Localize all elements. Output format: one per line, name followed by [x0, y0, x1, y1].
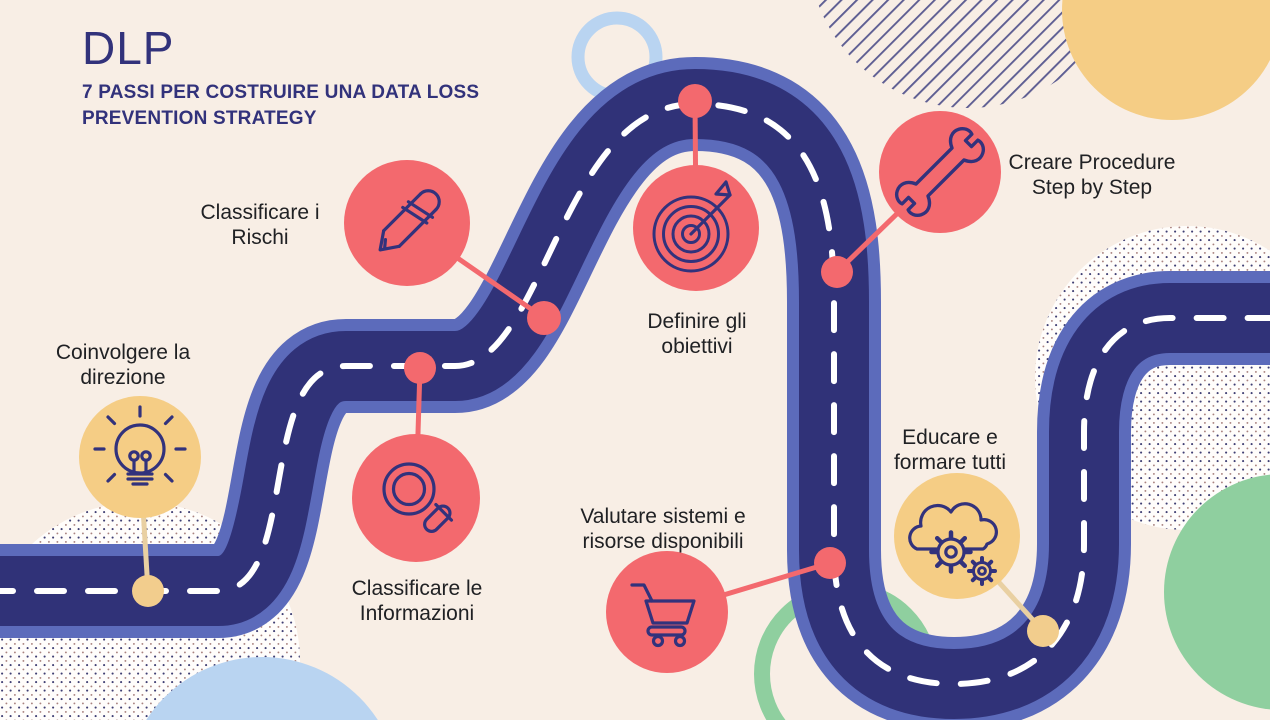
marker-rischi: [527, 301, 561, 335]
step-label-coinvolgere-la-direzione: Coinvolgere la direzione: [56, 340, 190, 390]
marker-creare: [821, 256, 853, 288]
striped-circle-decor: [816, 0, 1120, 108]
road-markers: [132, 84, 1059, 647]
target-icon: [652, 180, 732, 273]
marker-coinvolgere: [132, 575, 164, 607]
step-node-educare-e-formare: [894, 473, 1020, 599]
step-label-valutare-sistemi-e-risorse: Valutare sistemi e risorse disponibili: [580, 504, 745, 554]
step-label-definire-gli-obiettivi: Definire gli obiettivi: [647, 309, 746, 359]
cloud-gears-icon: [908, 502, 998, 586]
label-line: Educare e: [902, 426, 998, 449]
label-line: formare tutti: [893, 451, 1007, 474]
road: [0, 56, 1270, 720]
subtitle-line-1: 7 PASSI PER COSTRUIRE UNA DATA LOSS: [82, 82, 480, 103]
label-line: Rischi: [231, 226, 289, 249]
title-block: DLP 7 PASSI PER COSTRUIRE UNA DATA LOSS …: [82, 24, 479, 132]
wrench-icon: [894, 126, 986, 218]
step-circle: [79, 396, 201, 518]
label-line: obiettivi: [661, 335, 733, 358]
label-line: Informazioni: [359, 602, 475, 625]
marker-informazioni: [404, 352, 436, 384]
pencil-icon: [378, 189, 441, 252]
light-blue-circle-decor: [146, 657, 378, 720]
step-node-coinvolgere-la-direzione: [79, 396, 201, 518]
step-label-creare-procedure: Creare Procedure Step by Step: [1009, 150, 1176, 200]
magnifier-icon: [382, 462, 454, 533]
step-node-classificare-i-rischi: [344, 160, 470, 286]
cart-icon: [630, 583, 696, 648]
lightbulb-icon: [93, 405, 187, 486]
label-line: Step by Step: [1031, 176, 1153, 199]
marker-valutare: [814, 547, 846, 579]
label-line: Classificare i: [200, 201, 320, 224]
label-line: risorse disponibili: [582, 530, 744, 553]
marker-obiettivi: [678, 84, 712, 118]
road-center-dashes: [0, 100, 1270, 688]
label-line: Creare Procedure: [1008, 151, 1176, 174]
page-subtitle: 7 PASSI PER COSTRUIRE UNA DATA LOSS PREV…: [82, 80, 479, 132]
step-node-creare-procedure: [879, 111, 1001, 233]
step-label-classificare-i-rischi: Classificare i Rischi: [200, 200, 319, 250]
step-circle: [894, 473, 1020, 599]
marker-educare: [1027, 615, 1059, 647]
step-node-classificare-le-informazioni: [352, 434, 480, 562]
step-circle: [352, 434, 480, 562]
label-line: Valutare sistemi e: [580, 505, 746, 528]
step-circle: [344, 160, 470, 286]
label-line: Definire gli: [647, 310, 747, 333]
step-circle: [879, 111, 1001, 233]
yellow-circle-decor: [1062, 0, 1270, 120]
label-line: Coinvolgere la: [55, 341, 191, 364]
step-node-definire-gli-obiettivi: [633, 165, 759, 291]
step-circle: [606, 551, 728, 673]
green-circle-decor: [1164, 474, 1270, 710]
label-line: direzione: [80, 366, 166, 389]
label-line: Classificare le: [351, 577, 483, 600]
step-node-valutare-sistemi-e-risorse: [606, 551, 728, 673]
step-label-educare-e-formare: Educare e formare tutti: [894, 425, 1006, 475]
subtitle-line-2: PREVENTION STRATEGY: [82, 108, 317, 129]
step-label-classificare-le-informazioni: Classificare le Informazioni: [352, 576, 483, 626]
page-title: DLP: [82, 22, 175, 74]
